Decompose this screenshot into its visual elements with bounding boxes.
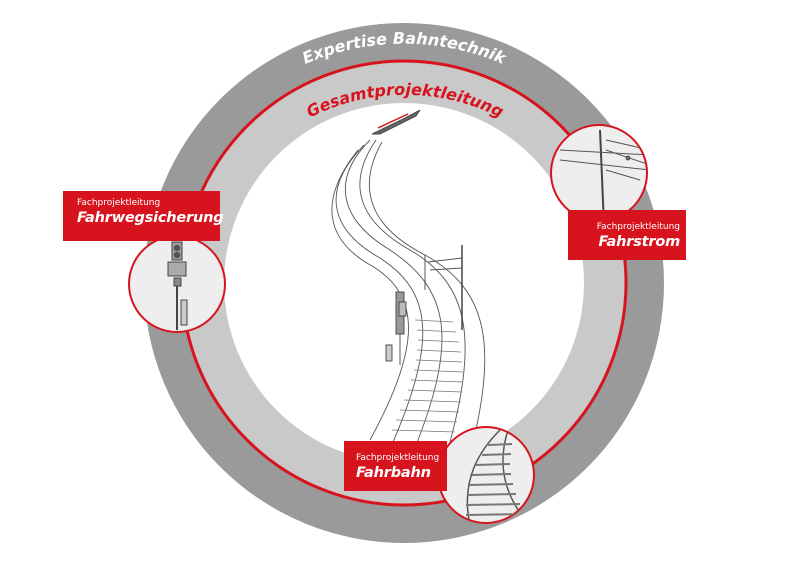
fahrstrom-illustration-circle [550,124,648,222]
label-left-big: Fahrwegsicherung [77,210,224,226]
label-right-big: Fahrstrom [598,234,681,250]
label-left-small: Fachprojektleitung [77,198,161,208]
overhead-line-mast-icon [559,129,647,221]
label-right-small: Fachprojektleitung [596,222,680,232]
label-bottom-small: Fachprojektleitung [356,453,440,463]
railway-signal-icon [167,241,188,330]
center-disk [224,103,584,463]
train-track-icon [331,109,486,461]
label-fahrbahn: Fachprojektleitung Fahrbahn [344,441,447,491]
label-fahrwegsicherung: Fachprojektleitung Fahrwegsicherung [63,191,224,241]
label-fahrstrom: Fachprojektleitung Fahrstrom [568,210,686,260]
label-bottom-big: Fahrbahn [356,465,431,481]
